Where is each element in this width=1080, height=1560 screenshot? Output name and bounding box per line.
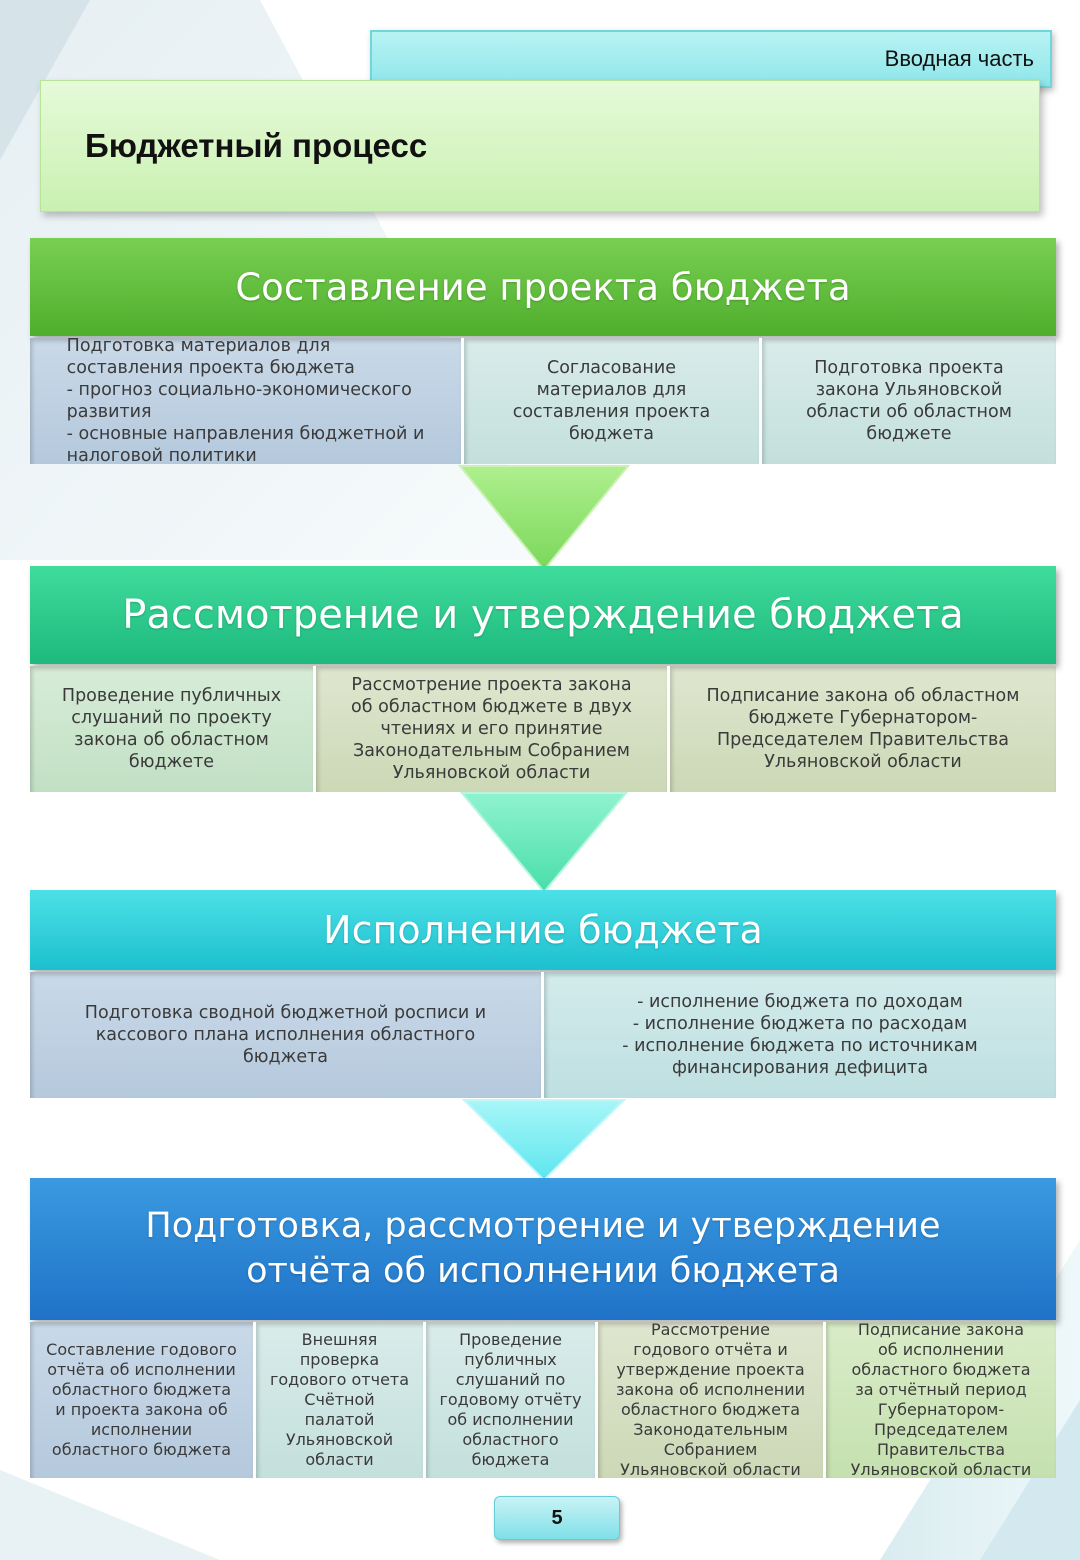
- step-text: Подготовка сводной бюджетной росписи и к…: [84, 1003, 487, 1067]
- stage-row-drafting: Подготовка материалов для составления пр…: [30, 338, 1056, 464]
- stage-banner-execution: Исполнение бюджета: [30, 890, 1056, 970]
- step-cell: Подготовка сводной бюджетной росписи и к…: [30, 972, 544, 1098]
- step-cell: Рассмотрение годового отчёта и утвержден…: [598, 1322, 826, 1478]
- page-title: Бюджетный процесс: [85, 127, 428, 164]
- stage-title: Исполнение бюджета: [323, 908, 763, 952]
- step-cell: Внешняя проверка годового отчета Счётной…: [256, 1322, 426, 1478]
- step-cell: Подготовка материалов для составления пр…: [30, 338, 464, 464]
- step-text: Рассмотрение проекта закона об областном…: [351, 675, 632, 783]
- arrow-down-2: [459, 792, 629, 894]
- step-cell: Подписание закона об исполнении областно…: [826, 1322, 1056, 1478]
- step-cell: Рассмотрение проекта закона об областном…: [316, 666, 670, 792]
- stage-title: Составление проекта бюджета: [235, 265, 851, 309]
- stage-title: Подготовка, рассмотрение и утверждение о…: [145, 1206, 941, 1291]
- step-cell: Подготовка проекта закона Ульяновской об…: [762, 338, 1056, 464]
- step-cell: Подписание закона об областном бюджете Г…: [670, 666, 1056, 792]
- step-text: Проведение публичных слушаний по годовом…: [439, 1330, 582, 1469]
- stage-row-execution: Подготовка сводной бюджетной росписи и к…: [30, 972, 1056, 1098]
- step-cell: Проведение публичных слушаний по проекту…: [30, 666, 316, 792]
- stage-row-approval: Проведение публичных слушаний по проекту…: [30, 666, 1056, 792]
- step-text: Подписание закона об областном бюджете Г…: [706, 686, 1020, 772]
- section-tab: Вводная часть: [370, 30, 1052, 88]
- section-label: Вводная часть: [884, 46, 1034, 71]
- arrow-down-3: [461, 1099, 627, 1182]
- stage-banner-report: Подготовка, рассмотрение и утверждение о…: [30, 1178, 1056, 1320]
- step-text: Согласование материалов для составления …: [512, 358, 711, 444]
- step-text: Внешняя проверка годового отчета Счётной…: [269, 1330, 410, 1469]
- stage-row-report: Составление годового отчёта об исполнени…: [30, 1322, 1056, 1478]
- step-text: Подготовка материалов для составления пр…: [66, 338, 425, 464]
- step-text: - исполнение бюджета по доходам - исполн…: [622, 992, 978, 1078]
- page-number-text: 5: [551, 1506, 563, 1529]
- title-box: Бюджетный процесс: [40, 80, 1040, 212]
- step-text: Подготовка проекта закона Ульяновской об…: [806, 358, 1012, 444]
- stage-banner-approval: Рассмотрение и утверждение бюджета: [30, 566, 1056, 664]
- step-cell: Составление годового отчёта об исполнени…: [30, 1322, 256, 1478]
- step-cell: Согласование материалов для составления …: [464, 338, 762, 464]
- step-cell: - исполнение бюджета по доходам - исполн…: [544, 972, 1056, 1098]
- stage-banner-drafting: Составление проекта бюджета: [30, 238, 1056, 336]
- step-cell: Проведение публичных слушаний по годовом…: [426, 1322, 598, 1478]
- stage-title: Рассмотрение и утверждение бюджета: [122, 592, 964, 638]
- step-text: Проведение публичных слушаний по проекту…: [61, 686, 282, 772]
- arrow-down-1: [457, 465, 631, 572]
- step-text: Составление годового отчёта об исполнени…: [46, 1340, 237, 1459]
- page-number: 5: [494, 1496, 620, 1540]
- step-text: Подписание закона об исполнении областно…: [850, 1322, 1032, 1478]
- step-text: Рассмотрение годового отчёта и утвержден…: [615, 1322, 806, 1478]
